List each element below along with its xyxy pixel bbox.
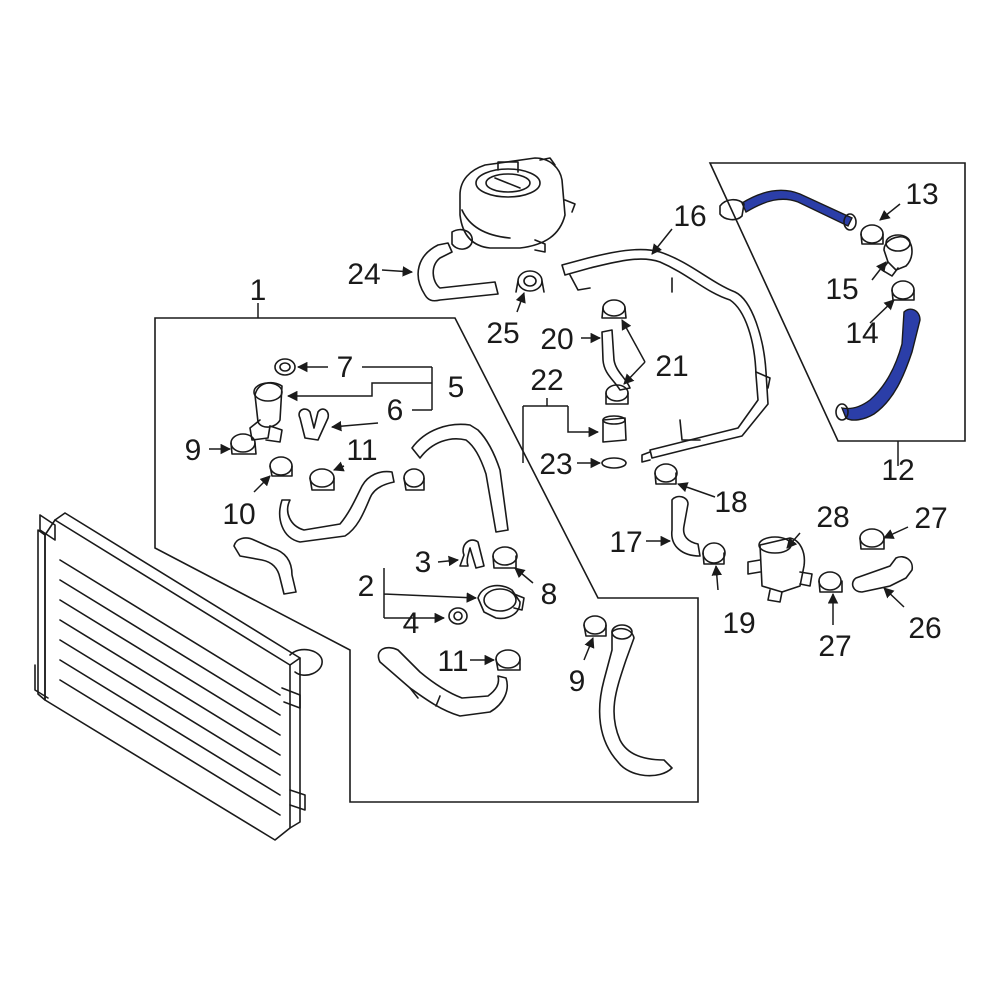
callout-4[interactable]: 4 [403,607,420,640]
callout-22[interactable]: 22 [530,364,563,397]
clip-6 [298,408,330,441]
flange-2 [477,584,525,620]
callout-7[interactable]: 7 [337,351,354,384]
hose-lower-center [377,646,508,717]
callout-19[interactable]: 19 [722,607,755,640]
coolant-expansion-tank [459,157,576,253]
radiator [34,512,323,841]
callout-1[interactable]: 1 [250,274,267,307]
hose-upper-center [411,423,509,533]
callout-6[interactable]: 6 [387,394,404,427]
callout-11-upper[interactable]: 11 [346,434,377,467]
hose-26 [851,555,914,593]
hose-12-lower-highlighted [840,308,921,421]
callout-27-lower[interactable]: 27 [818,630,851,663]
callout-14[interactable]: 14 [845,317,878,350]
thermostat-housing-28 [747,536,813,603]
callout-20[interactable]: 20 [540,323,573,356]
hose-24 [417,242,499,302]
callout-23[interactable]: 23 [539,448,572,481]
callout-8[interactable]: 8 [541,578,558,611]
seal-23 [601,457,627,469]
clip-21-upper [601,299,627,319]
callout-labels: 1 24 25 7 5 6 9 11 10 3 2 8 4 11 9 20 21… [185,178,948,698]
callout-24[interactable]: 24 [347,258,380,291]
hose-12-upper-highlighted [741,189,853,227]
callout-25[interactable]: 25 [486,317,519,350]
o-ring-4 [448,607,468,625]
clamp-24 [451,228,473,250]
hose-20 [601,329,631,391]
sensor-22 [602,415,627,443]
callout-9-lower[interactable]: 9 [569,665,586,698]
callout-2[interactable]: 2 [358,570,375,603]
clamp-11-lower [495,649,521,671]
hose-17 [671,495,701,557]
clamp-10 [269,456,293,477]
callout-3[interactable]: 3 [415,546,432,579]
callout-27-upper[interactable]: 27 [914,502,947,535]
fitting-15 [881,234,913,277]
clip-3 [459,539,485,569]
clamp-27-lower [818,571,843,593]
callout-28[interactable]: 28 [816,501,849,534]
group-12-frame [708,162,966,442]
clamp-14 [891,280,915,301]
hose-lower-left [233,537,297,595]
clamp-18 [654,463,678,485]
group-1-frame [154,317,699,803]
hose-lower-right [598,627,673,777]
clamp-11-upper [309,468,335,491]
callout-13[interactable]: 13 [905,178,938,211]
callout-17[interactable]: 17 [609,526,642,559]
flange-5 [249,381,283,443]
clip-21-lower [605,384,629,405]
callout-21[interactable]: 21 [655,350,688,383]
callout-10[interactable]: 10 [222,498,255,531]
callout-11-lower[interactable]: 11 [437,645,468,678]
clamp-8-upper [403,468,425,491]
callout-15[interactable]: 15 [825,273,858,306]
callout-9-upper[interactable]: 9 [185,434,202,467]
clamp-13 [860,224,884,245]
hose-mid-left [278,470,395,543]
clamp-8-lower [492,546,518,569]
callout-12[interactable]: 12 [881,454,914,487]
callout-16[interactable]: 16 [673,200,706,233]
clamp-27-upper [859,528,885,550]
clamp-19 [702,542,726,565]
o-ring-7 [274,358,296,376]
callout-26[interactable]: 26 [908,612,941,645]
callout-18[interactable]: 18 [714,486,747,519]
clamp-9-upper [230,433,257,455]
leader-lines [209,203,909,666]
clamp-9-lower [583,615,607,637]
callout-5[interactable]: 5 [448,371,465,404]
fitting-25 [515,270,545,293]
